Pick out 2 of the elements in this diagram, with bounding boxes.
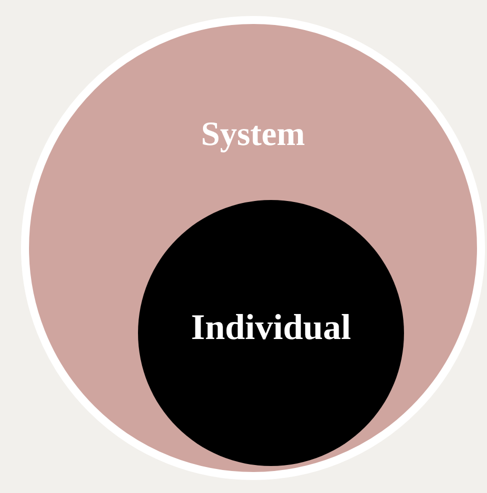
circle-label: Individual [190,306,352,348]
circle-label: System [200,116,306,154]
